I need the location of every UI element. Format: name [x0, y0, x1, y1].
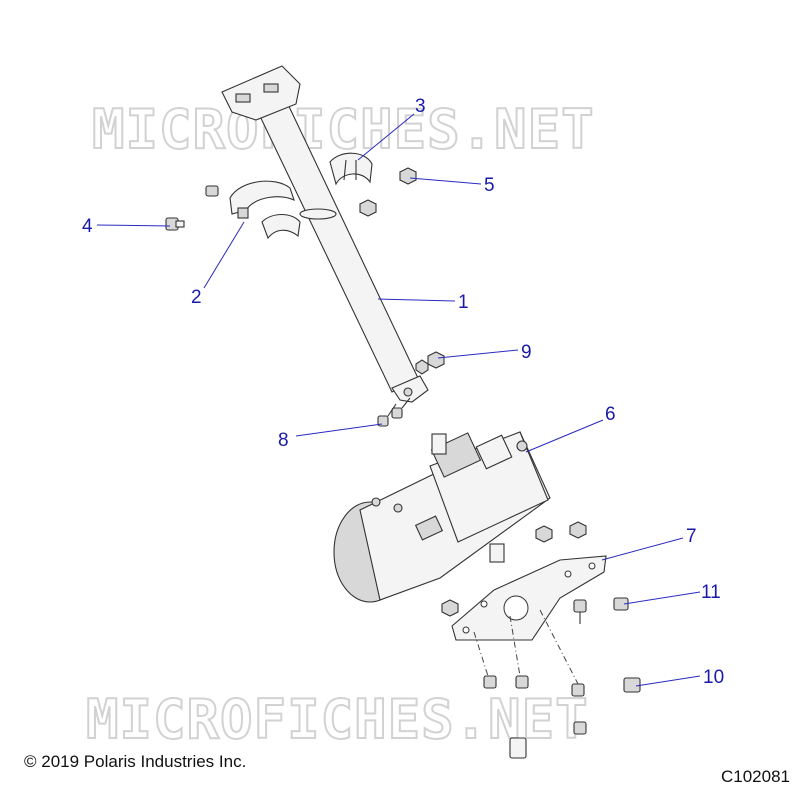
upper-bushing[interactable] [329, 152, 373, 186]
callout-1[interactable]: 1 [458, 292, 469, 313]
callout-6[interactable]: 6 [605, 404, 616, 425]
center-line-1 [509, 615, 521, 677]
center-line-2 [539, 609, 579, 685]
plate-nuts[interactable] [441, 521, 587, 617]
clamp-bolt-left[interactable] [205, 185, 219, 197]
watermark-top: MICROFICHES.NET [92, 98, 595, 161]
bolts-11[interactable] [573, 597, 629, 624]
callout-5[interactable]: 5 [484, 175, 495, 196]
callout-9[interactable]: 9 [521, 342, 532, 363]
power-steering-unit[interactable] [333, 431, 551, 603]
mounting-plate[interactable] [451, 555, 607, 641]
copyright-notice: © 2019 Polaris Industries Inc. [24, 752, 247, 771]
leader-lines [96, 113, 701, 687]
nut-5[interactable] [399, 167, 417, 185]
clamp-bracket[interactable] [229, 180, 301, 240]
nut-near-bushing[interactable] [359, 199, 377, 217]
callout-11[interactable]: 11 [701, 582, 721, 603]
callout-10[interactable]: 10 [703, 667, 724, 688]
bolts-8[interactable] [377, 397, 411, 427]
bolt-4[interactable] [165, 217, 185, 231]
callout-4[interactable]: 4 [82, 216, 93, 237]
callout-8[interactable]: 8 [278, 430, 289, 451]
nut-9[interactable] [415, 351, 445, 375]
watermark-bottom: MICROFICHES.NET [86, 688, 589, 751]
bolts-10[interactable] [483, 675, 641, 759]
callout-7[interactable]: 7 [686, 526, 697, 547]
steering-column-shaft[interactable] [221, 65, 429, 403]
figure-code: C102081 [720, 767, 790, 786]
callout-3[interactable]: 3 [415, 96, 426, 117]
callout-2[interactable]: 2 [191, 287, 202, 308]
